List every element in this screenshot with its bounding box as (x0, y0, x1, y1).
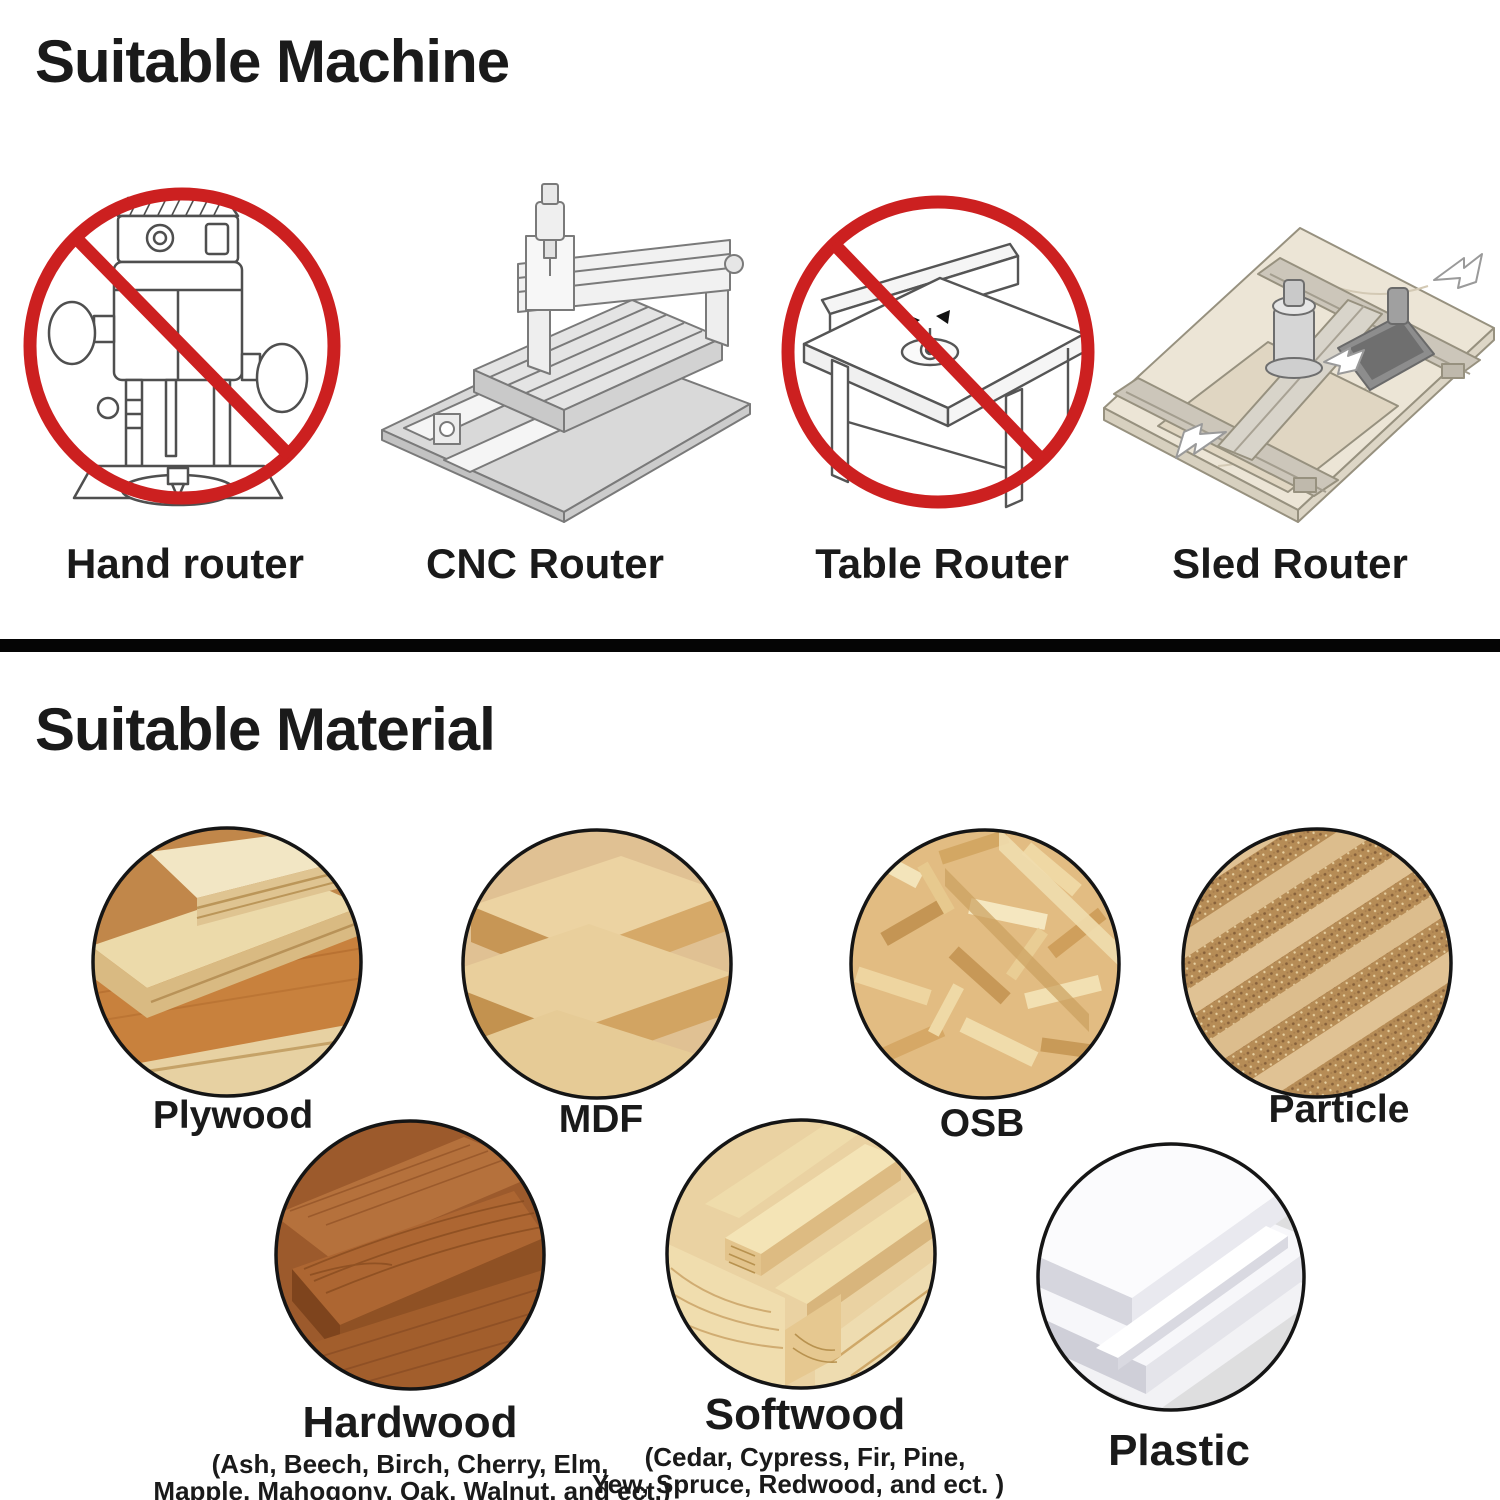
material-label-plastic: Plastic (1108, 1426, 1250, 1475)
material-label-mdf: MDF (558, 1098, 644, 1141)
osb-photo (849, 828, 1121, 1100)
material-label-particle: Particle (1268, 1088, 1410, 1131)
material-sublabel-hardwood-1: (Ash, Beech, Birch, Cherry, Elm, (211, 1449, 609, 1479)
no-symbol-icon (23, 187, 341, 505)
plywood-photo (91, 826, 363, 1098)
material-section-title: Suitable Material (35, 696, 496, 763)
hand-router-illustration (10, 168, 355, 523)
mdf-photo (461, 828, 733, 1100)
machine-label-hand-router: Hand router (65, 540, 305, 587)
material-sublabel-hardwood-2: Mapple, Mahogony, Oak, Walnut, and ect.) (153, 1476, 671, 1500)
material-sublabel-softwood-2: Yew, Spruce, Redwood, and ect. ) (591, 1469, 1005, 1499)
material-label-plywood: Plywood (152, 1094, 314, 1137)
machine-label-table-router: Table Router (815, 540, 1069, 587)
material-sublabel-softwood-1: (Cedar, Cypress, Fir, Pine, (644, 1442, 966, 1472)
material-label-hardwood: Hardwood (302, 1398, 518, 1447)
machine-section-title: Suitable Machine (35, 28, 510, 95)
hardwood-photo (274, 1119, 546, 1391)
material-label-softwood: Softwood (704, 1390, 906, 1439)
softwood-photo (665, 1118, 937, 1390)
section-divider (0, 639, 1500, 652)
sled-router-illustration (1098, 196, 1500, 526)
table-router-illustration (778, 182, 1108, 522)
cnc-router-illustration (378, 178, 758, 523)
no-symbol-icon (781, 195, 1095, 509)
material-label-osb: OSB (939, 1102, 1025, 1145)
particle-board-photo (1181, 827, 1453, 1099)
machine-label-cnc-router: CNC Router (426, 540, 664, 587)
machine-label-sled-router: Sled Router (1172, 540, 1408, 587)
plastic-photo (1036, 1142, 1306, 1412)
